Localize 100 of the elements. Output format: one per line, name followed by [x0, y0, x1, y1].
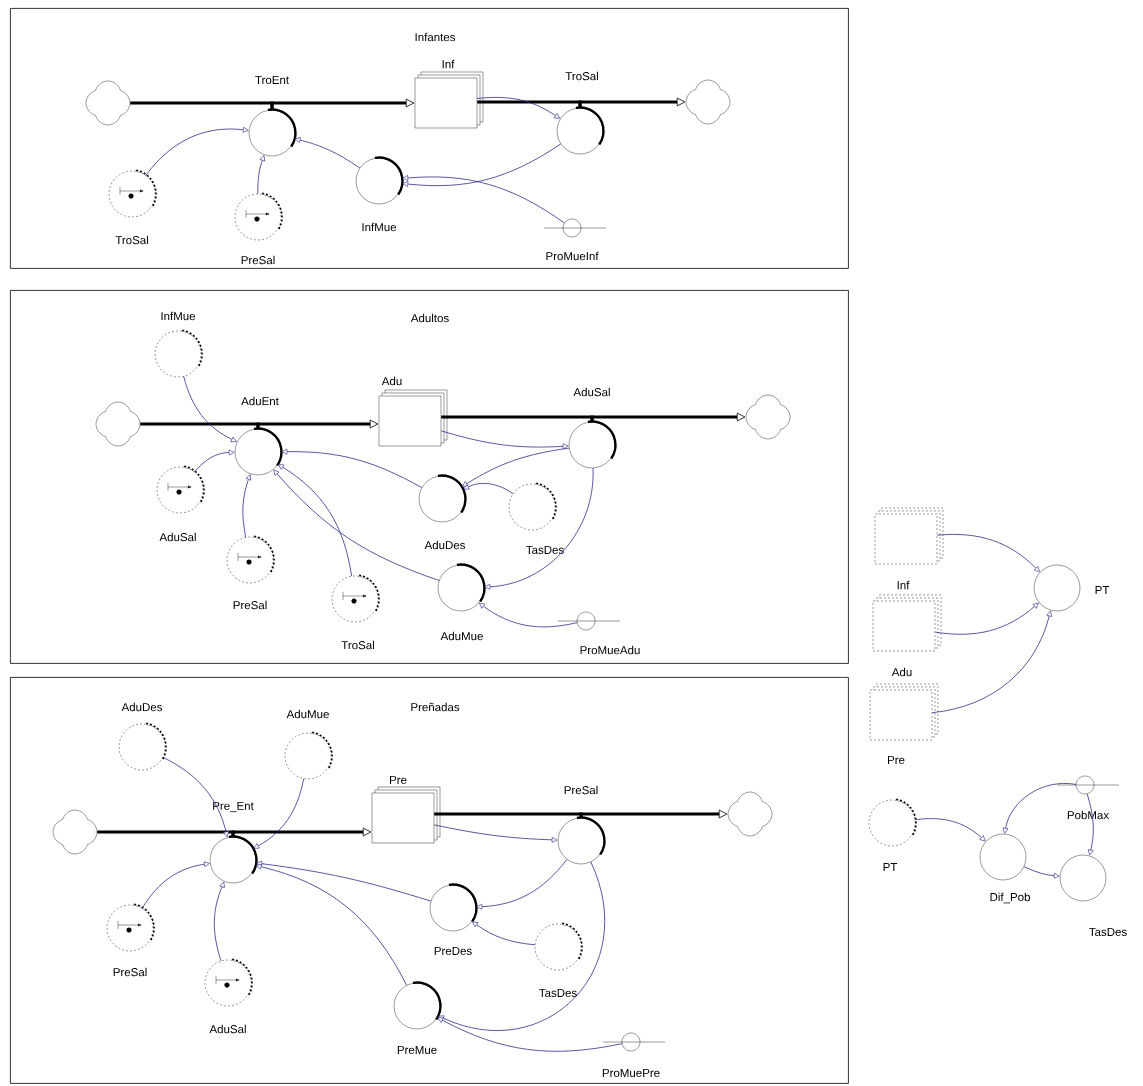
flow-pipe — [231, 827, 372, 837]
ghost-flow: AduSal — [156, 465, 205, 542]
connector-arrow — [183, 376, 237, 443]
flow-pipe — [578, 97, 686, 108]
node-label: TasDes — [526, 545, 564, 555]
node-label: PreSal — [233, 600, 267, 610]
ghost-flow: PreSal — [226, 535, 275, 610]
node-label: Pre_Ent — [213, 801, 254, 813]
node-label: PreSal — [564, 785, 598, 795]
connector-arrow — [934, 602, 1039, 635]
node-label: Inf — [897, 580, 910, 590]
flow-valve: AduEnt — [234, 396, 283, 476]
connector-arrow — [253, 778, 305, 849]
connector-arrow — [162, 756, 229, 838]
connector-arrow — [213, 881, 225, 962]
ghost-converter: TasDes — [508, 482, 564, 554]
connector-arrow — [145, 126, 249, 176]
connector-arrow — [294, 137, 361, 169]
ghost-converter: AduMue — [284, 709, 333, 780]
node-label: AduSal — [159, 532, 196, 542]
node-label: TroSal — [565, 71, 598, 81]
node-label: Dif_Pob — [990, 892, 1030, 904]
cloud-symbol — [95, 401, 141, 447]
node-label: AduDes — [121, 702, 163, 712]
connector-arrow — [936, 534, 1040, 572]
node-label: Adu — [891, 667, 912, 677]
node-label: PT — [1095, 586, 1110, 594]
flow-pipe — [270, 98, 415, 110]
connector-arrow — [476, 97, 561, 119]
node-label: Adu — [381, 376, 402, 386]
flow-pipe — [256, 419, 379, 429]
connector-arrow — [256, 860, 432, 902]
node-label: Pre — [390, 775, 407, 785]
node-label: AduDes — [424, 540, 466, 550]
stock-box: Inf — [414, 59, 484, 129]
cloud-symbol — [727, 791, 773, 837]
connector-arrow — [914, 818, 986, 842]
node-label: PreSal — [241, 255, 275, 265]
node-label: AduSal — [573, 387, 610, 397]
connector-arrow — [281, 448, 423, 489]
connector-arrow — [278, 464, 352, 577]
node-label: TroSal — [341, 640, 374, 650]
ghost-stock: Adu — [872, 594, 942, 677]
node-label: PreMue — [397, 1045, 437, 1055]
ghost-flow: AduSal — [204, 958, 253, 1034]
connector-arrow — [484, 467, 594, 590]
connector-arrow — [472, 921, 536, 946]
node-label: AduEnt — [241, 396, 279, 406]
ghost-flow: PreSal — [234, 192, 283, 265]
flow-pipe — [434, 812, 583, 818]
cloud-symbol — [52, 809, 98, 855]
node-label: TasDes — [539, 988, 577, 998]
flow-pipe — [590, 412, 746, 422]
flow-valve: PreSal — [557, 785, 606, 865]
cloud-symbol — [685, 79, 731, 125]
connector-arrow — [433, 824, 558, 843]
connector-arrow — [438, 861, 605, 1031]
connector-arrow — [1023, 866, 1060, 879]
flow-valve: AduSal — [568, 387, 617, 469]
ghost-converter: TasDes — [534, 922, 583, 997]
node-label: PT — [883, 863, 898, 871]
flow-valve: TroEnt — [248, 76, 297, 157]
connector-arrow — [141, 861, 210, 909]
connector-arrow — [402, 175, 565, 224]
node-label: TroEnt — [255, 75, 289, 85]
flow-valve: TroSal — [556, 71, 605, 155]
node-label: Pre — [888, 755, 905, 765]
node-label: PreSal — [113, 967, 147, 977]
connector-arrow — [1086, 793, 1094, 856]
stock-box: Adu — [378, 376, 448, 447]
connector-arrow — [402, 143, 562, 187]
connector-arrow — [1002, 783, 1077, 834]
node-label: PreDes — [434, 946, 472, 956]
flow-pipe — [579, 809, 728, 819]
connector-arrow — [257, 155, 266, 195]
connector-arrow — [437, 1017, 623, 1052]
connector-arrow — [931, 610, 1053, 714]
node-label: AduMue — [440, 631, 483, 641]
node-label: TroSal — [115, 235, 148, 245]
ghost-converter: AduDes — [118, 702, 167, 771]
ghost-flow: TroSal — [108, 169, 157, 245]
ghost-flow: TroSal — [331, 574, 380, 650]
node-label: AduSal — [209, 1024, 246, 1034]
connector-arrow — [463, 483, 514, 495]
flow-valve: Pre_Ent — [209, 801, 258, 884]
ghost-flow: PreSal — [106, 903, 155, 977]
ghost-stock: Inf — [874, 507, 944, 590]
connector-arrow — [242, 474, 252, 538]
node-label: InfMue — [161, 311, 196, 321]
node-label: TasDes — [1089, 927, 1127, 937]
stock-box: Pre — [371, 776, 441, 844]
ghost-converter: PT — [868, 798, 917, 871]
connector-arrow — [479, 602, 578, 628]
connector-arrow — [476, 859, 568, 910]
node-label: AduMue — [286, 709, 329, 719]
cloud-symbol — [85, 80, 131, 126]
cloud-symbol — [745, 394, 791, 440]
ghost-stock: Pre — [869, 683, 939, 764]
ghost-converter: InfMue — [154, 311, 203, 378]
node-label: Inf — [442, 59, 455, 69]
